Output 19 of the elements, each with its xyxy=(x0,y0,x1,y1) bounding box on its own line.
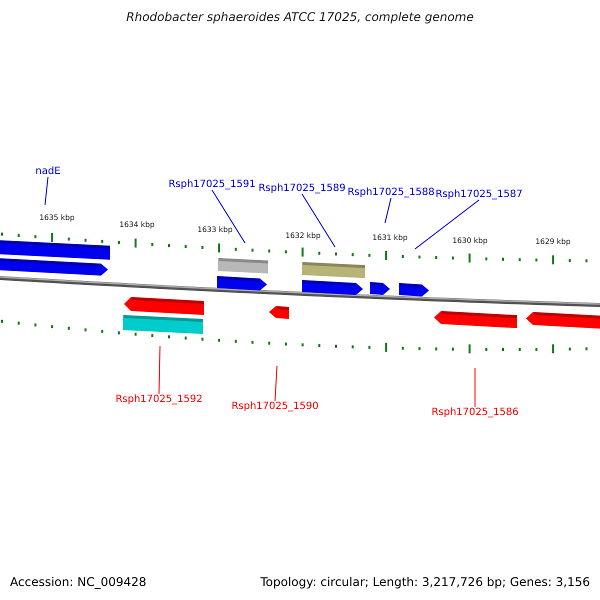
leader-line xyxy=(274,366,278,402)
gene-label: nadE xyxy=(35,166,61,177)
leader-line xyxy=(384,198,392,224)
leader-line xyxy=(212,190,246,244)
leader-line xyxy=(158,346,160,394)
gene-label: Rsph17025_1587 xyxy=(435,189,523,200)
gene-label: Rsph17025_1590 xyxy=(231,401,319,412)
footer-text: Accession: NC_009428 xyxy=(10,575,146,589)
leader-line xyxy=(302,194,336,248)
leader-line xyxy=(44,176,48,206)
gene-label: Rsph17025_1592 xyxy=(115,394,203,405)
footer-text: Topology: circular; Length: 3,217,726 bp; Genes: 3,156 xyxy=(260,575,590,589)
leader-line xyxy=(414,200,480,250)
leader-line xyxy=(474,368,476,408)
gene-label: Rsph17025_1588 xyxy=(347,187,435,198)
gene-label: Rsph17025_1591 xyxy=(168,179,256,190)
diagram-title: Rhodobacter sphaeroides ATCC 17025, complete genome xyxy=(125,10,475,24)
gene-label: Rsph17025_1586 xyxy=(431,407,519,418)
gene-label: Rsph17025_1589 xyxy=(258,183,346,194)
